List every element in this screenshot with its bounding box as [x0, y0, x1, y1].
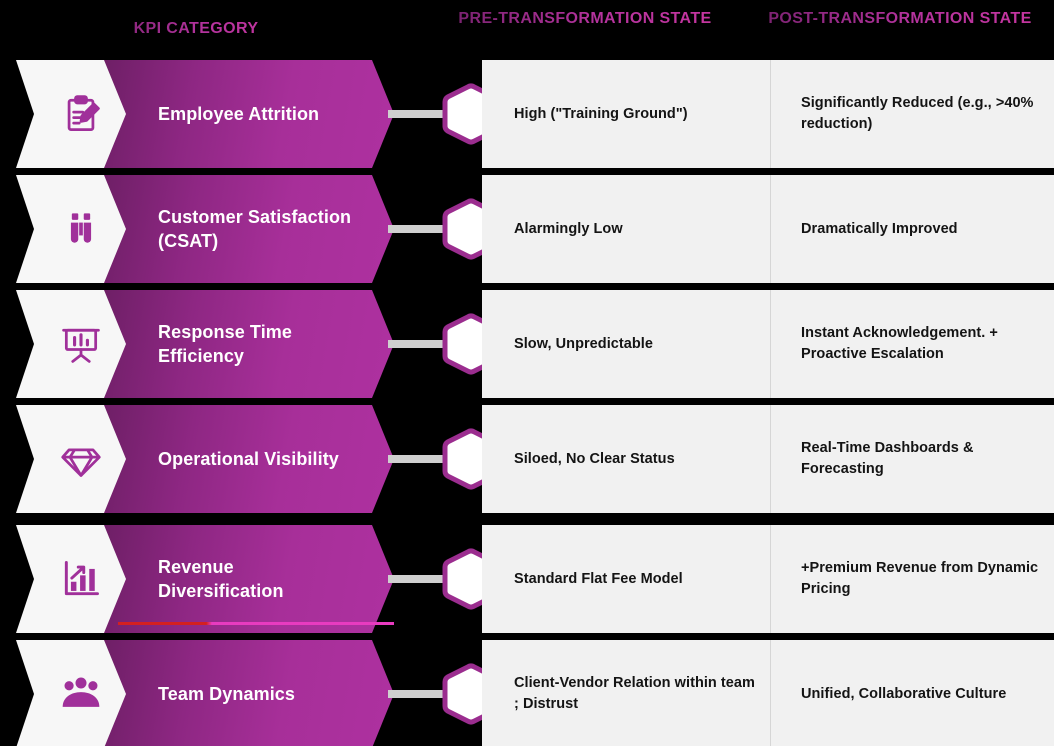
- category-label: Employee Attrition: [158, 104, 320, 124]
- post-state-cell: +Premium Revenue from Dynamic Pricing: [770, 525, 1054, 633]
- comparison-panel: Client-Vendor Relation within team ; Dis…: [482, 640, 1054, 746]
- category-label: Revenue Diversification: [158, 557, 284, 601]
- header-post-transformation: POST-TRANSFORMATION STATE: [760, 8, 1040, 30]
- pre-state-cell: High ("Training Ground"): [482, 60, 770, 168]
- category-arrow[interactable]: Response Time Efficiency: [104, 290, 394, 398]
- table-row[interactable]: Revenue Diversification Standard Flat Fe…: [0, 525, 1054, 633]
- comparison-panel: Slow, Unpredictable Instant Acknowledgem…: [482, 290, 1054, 398]
- category-label: Operational Visibility: [158, 449, 339, 469]
- pre-state-text: Siloed, No Clear Status: [514, 450, 675, 467]
- connector-bar: [388, 455, 450, 463]
- header-kpi-category: KPI CATEGORY: [96, 18, 296, 40]
- post-state-text: +Premium Revenue from Dynamic Pricing: [801, 560, 1039, 597]
- category-arrow[interactable]: Revenue Diversification: [104, 525, 394, 633]
- table-row[interactable]: Operational Visibility Siloed, No Clear …: [0, 405, 1054, 513]
- pre-state-cell: Alarmingly Low: [482, 175, 770, 283]
- post-state-cell: Significantly Reduced (e.g., >40% reduct…: [770, 60, 1054, 168]
- post-state-text: Dramatically Improved: [801, 220, 958, 237]
- comparison-panel: Alarmingly Low Dramatically Improved: [482, 175, 1054, 283]
- comparison-panel: High ("Training Ground") Significantly R…: [482, 60, 1054, 168]
- binoculars-icon: [59, 207, 103, 251]
- post-state-cell: Unified, Collaborative Culture: [770, 640, 1054, 746]
- pre-state-cell: Standard Flat Fee Model: [482, 525, 770, 633]
- table-row[interactable]: Employee Attrition High ("Training Groun…: [0, 60, 1054, 168]
- clipboard-pencil-icon: [59, 92, 103, 136]
- category-arrow[interactable]: Customer Satisfaction (CSAT): [104, 175, 394, 283]
- post-state-cell: Instant Acknowledgement. + Proactive Esc…: [770, 290, 1054, 398]
- post-state-text: Significantly Reduced (e.g., >40% reduct…: [801, 95, 1034, 132]
- pre-state-text: Client-Vendor Relation within team ; Dis…: [514, 675, 755, 712]
- pre-state-cell: Siloed, No Clear Status: [482, 405, 770, 513]
- pre-state-cell: Client-Vendor Relation within team ; Dis…: [482, 640, 770, 746]
- comparison-panel: Siloed, No Clear Status Real-Time Dashbo…: [482, 405, 1054, 513]
- pre-state-text: Alarmingly Low: [514, 220, 623, 237]
- table-row[interactable]: Response Time Efficiency Slow, Unpredict…: [0, 290, 1054, 398]
- post-state-cell: Dramatically Improved: [770, 175, 1054, 283]
- presentation-chart-icon: [59, 322, 103, 366]
- row-underline-artifact: [118, 622, 394, 625]
- table-row[interactable]: Team Dynamics Client-Vendor Relation wit…: [0, 640, 1054, 746]
- post-state-cell: Real-Time Dashboards & Forecasting: [770, 405, 1054, 513]
- connector-bar: [388, 110, 450, 118]
- connector-bar: [388, 690, 450, 698]
- comparison-panel: Standard Flat Fee Model +Premium Revenue…: [482, 525, 1054, 633]
- connector-bar: [388, 225, 450, 233]
- table-row[interactable]: Customer Satisfaction (CSAT) Alarmingly …: [0, 175, 1054, 283]
- connector-bar: [388, 575, 450, 583]
- post-state-text: Unified, Collaborative Culture: [801, 685, 1007, 702]
- category-label: Team Dynamics: [158, 684, 296, 704]
- post-state-text: Instant Acknowledgement. + Proactive Esc…: [801, 325, 998, 362]
- category-arrow[interactable]: Team Dynamics: [104, 640, 394, 746]
- category-label: Response Time Efficiency: [158, 322, 293, 366]
- diamond-icon: [59, 437, 103, 481]
- pre-state-cell: Slow, Unpredictable: [482, 290, 770, 398]
- post-state-text: Real-Time Dashboards & Forecasting: [801, 440, 974, 477]
- team-people-icon: [59, 672, 103, 716]
- header-pre-transformation: PRE-TRANSFORMATION STATE: [455, 8, 715, 30]
- growth-chart-icon: [59, 557, 103, 601]
- category-arrow[interactable]: Employee Attrition: [104, 60, 394, 168]
- pre-state-text: High ("Training Ground"): [514, 105, 688, 122]
- pre-state-text: Standard Flat Fee Model: [514, 570, 683, 587]
- connector-bar: [388, 340, 450, 348]
- pre-state-text: Slow, Unpredictable: [514, 335, 653, 352]
- category-label: Customer Satisfaction (CSAT): [158, 207, 352, 251]
- category-arrow[interactable]: Operational Visibility: [104, 405, 394, 513]
